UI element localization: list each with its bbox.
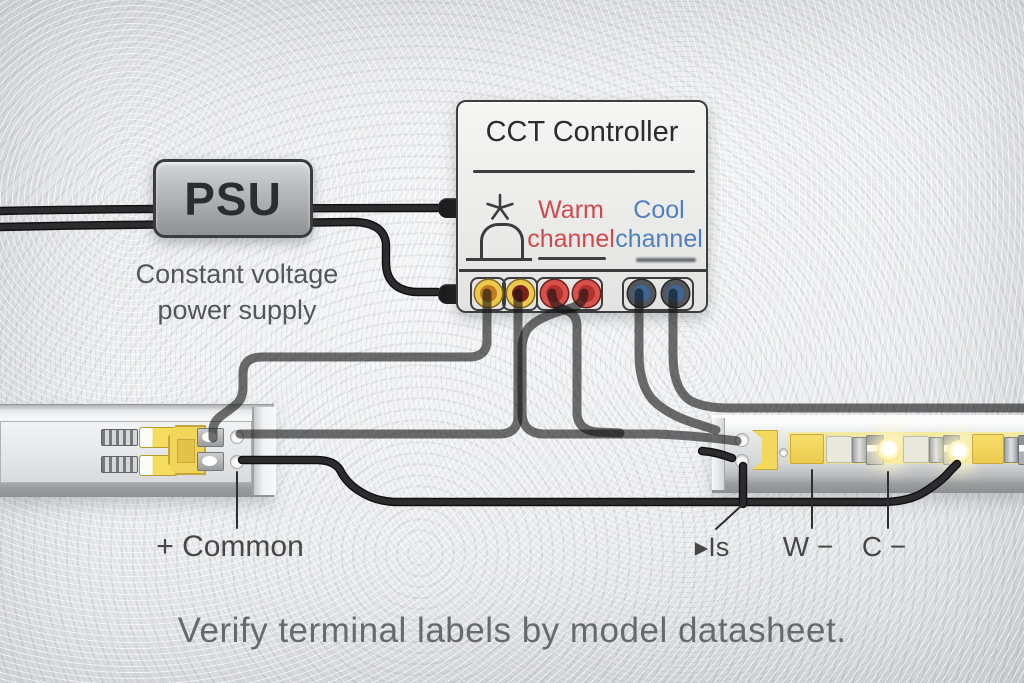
psu-output-wire xyxy=(0,217,442,297)
psu-caption-line1: Constant voltage xyxy=(135,259,339,289)
black-wire-stub xyxy=(697,446,737,463)
warm-minus-label: W − xyxy=(782,531,834,562)
cool-blue-wire-short xyxy=(634,288,721,435)
warm-red-wire-long xyxy=(517,288,742,446)
right-strip-metal-chip-3 xyxy=(1004,437,1018,463)
right-strip-capacitor-3 xyxy=(1018,435,1024,465)
aux-dark-red-wire xyxy=(235,288,523,439)
right-strip-yellow-chip-1 xyxy=(790,434,824,464)
cct-controller-box: CCT Controller Warm channel Cool channel xyxy=(456,100,708,313)
warm-red-wire-short xyxy=(547,288,625,438)
left-strip-endcap xyxy=(252,407,276,495)
cool-blue-wire-long xyxy=(668,288,1024,413)
controller-title: CCT Controller xyxy=(485,116,679,148)
cool-channel-line1: Cool xyxy=(633,196,685,224)
cool-channel-line2: channel xyxy=(615,225,703,253)
right-strip-glowing-led-1 xyxy=(877,438,901,462)
left-strip-resistor-bottom xyxy=(101,456,138,473)
footer-note: Verify terminal labels by model datashee… xyxy=(177,611,847,650)
dome-connector-icon xyxy=(480,223,524,259)
cool-minus-label: C − xyxy=(861,531,907,562)
warm-channel-label: Warm channel xyxy=(516,196,626,254)
left-strip-pad-bottom xyxy=(197,452,224,471)
right-strip-pale-chip-2 xyxy=(903,436,929,463)
signal-terminal-label: ▸Is xyxy=(694,532,730,562)
cool-channel-underline xyxy=(636,258,696,262)
terminal-block-cool xyxy=(622,277,694,311)
right-strip-yellow-chip-2 xyxy=(972,434,1004,464)
warm-channel-line2: channel xyxy=(527,225,615,253)
interlink-black-wire xyxy=(237,455,962,507)
controller-divider xyxy=(473,170,695,173)
common-yellow-wire xyxy=(208,288,492,443)
warm-channel-underline xyxy=(538,257,606,260)
right-strip-glowing-led-2 xyxy=(947,440,971,464)
right-strip-pale-chip-1 xyxy=(826,436,852,463)
signal-callout-line xyxy=(715,505,742,530)
dome-baseline xyxy=(466,258,532,261)
warm-channel-line1: Warm xyxy=(538,196,604,224)
psu-caption-line2: power supply xyxy=(157,295,317,325)
psu-box: PSU xyxy=(153,159,313,238)
left-strip-resistor-top xyxy=(101,429,138,446)
terminal-separator-line xyxy=(459,269,706,272)
star-icon xyxy=(486,193,514,220)
psu-caption: Constant voltage power supply xyxy=(112,256,362,328)
common-terminal-label: + Common xyxy=(156,530,304,563)
right-strip-small-hole xyxy=(779,448,788,457)
cool-channel-label: Cool channel xyxy=(604,196,714,254)
psu-label: PSU xyxy=(184,172,282,225)
right-strip-metal-chip-2 xyxy=(929,437,943,463)
